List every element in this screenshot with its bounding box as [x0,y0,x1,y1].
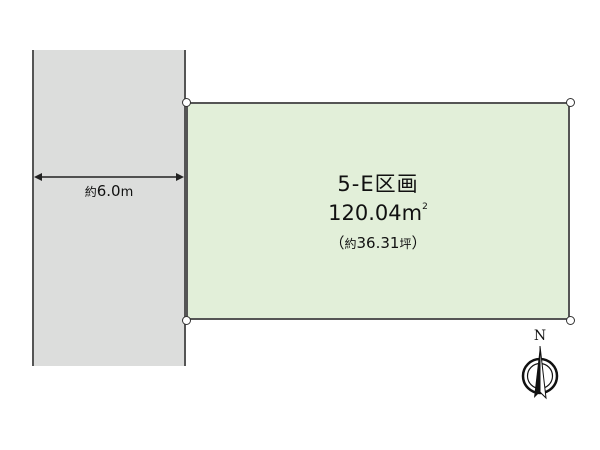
area-value: 120.04 [328,201,402,225]
road-area [32,50,186,366]
north-arrow-compass: N [514,328,566,408]
corner-marker-bottom-right [565,315,575,325]
width-value: 6.0 [96,182,121,200]
tsubo-unit: 坪 [399,237,412,251]
area-unit-superscript: 2 [422,202,428,212]
area-unit: m [401,201,423,225]
width-unit: m [120,185,134,200]
road-width-label: 約6.0m [34,182,184,200]
tsubo-prefix: 約 [344,237,357,251]
corner-marker-top-left [181,97,191,107]
paren-open: （ [329,234,345,252]
lot-5e [186,102,570,320]
north-label: N [533,328,547,344]
compass-icon [521,345,559,400]
paren-close: ） [411,234,427,252]
lot-area-tsubo: （約36.31坪） [186,232,570,253]
corner-marker-bottom-left [181,315,191,325]
corner-marker-top-right [565,97,575,107]
lot-area: 120.04m2 [186,201,570,225]
lot-name: 5-E区画 [337,172,419,196]
tsubo-value: 36.31 [356,234,400,252]
width-prefix: 約 [84,185,97,199]
